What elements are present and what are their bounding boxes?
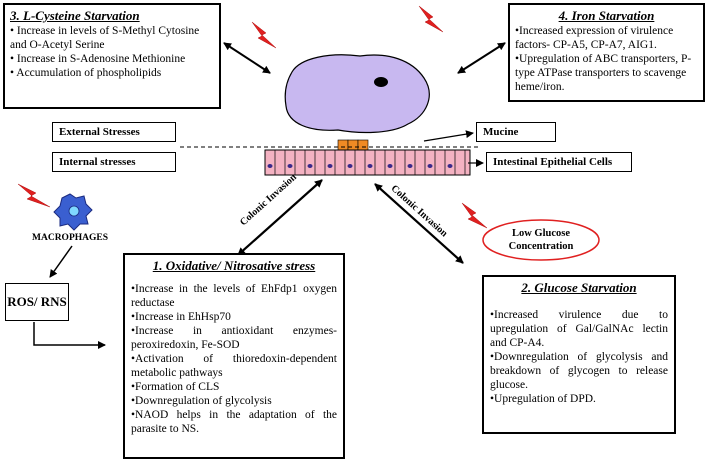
oxidative-item: •Formation of CLS <box>131 381 220 393</box>
iron-item: •Increased expression of virulence facto… <box>515 25 674 51</box>
cysteine-item: • Accumulation of phospholipids <box>10 67 162 79</box>
epithelial-label: Intestinal Epithelial Cells <box>486 152 632 172</box>
arrow-iron <box>457 42 506 74</box>
oxidative-item: •NAOD helps in the adaptation of the par… <box>131 409 337 435</box>
epithelial-cell-layer <box>264 149 471 176</box>
arrow-colonic-left <box>237 179 323 256</box>
arrow-colonic-right <box>374 183 464 264</box>
oxidative-item: •Increase in EhHsp70 <box>131 311 231 323</box>
external-stresses-label: External Stresses <box>52 122 176 142</box>
iron-item: •Upregulation of ABC transporters, P-typ… <box>515 53 692 93</box>
glucose-item: •Upregulation of DPD. <box>490 393 596 405</box>
macrophage-cell <box>53 193 93 231</box>
glucose-starvation-box: 2. Glucose Starvation •Increased virulen… <box>482 275 676 434</box>
glucose-item: •Downregulation of glycolysis and breakd… <box>490 351 668 391</box>
macrophages-label: MACROPHAGES <box>32 233 108 243</box>
low-glucose-ellipse <box>482 219 600 261</box>
cysteine-starvation-box: 3. L-Cysteine Starvation • Increase in l… <box>3 3 221 109</box>
lightning-icon-glucose <box>461 202 488 229</box>
lightning-icon-iron <box>418 5 444 33</box>
amoeba-nucleus <box>374 77 388 87</box>
mucine-label: Mucine <box>476 122 556 142</box>
glucose-title: 2. Glucose Starvation <box>521 280 637 295</box>
arrow-mucine <box>423 130 474 142</box>
ros-rns-box: ROS/ RNS <box>5 283 69 321</box>
ros-rns-label: ROS/ RNS <box>7 294 67 309</box>
oxidative-stress-box: 1. Oxidative/ Nitrosative stress •Increa… <box>123 253 345 459</box>
oxidative-item: •Increase in antioxidant enzymes- peroxi… <box>131 325 337 351</box>
lightning-icon-cysteine <box>251 21 277 49</box>
oxidative-item: •Downregulation of glycolysis <box>131 395 272 407</box>
cysteine-item: • Increase in S-Adenosine Methionine <box>10 53 186 65</box>
oxidative-item: •Activation of thioredoxin-dependent met… <box>131 353 337 379</box>
cysteine-item: • Increase in levels of S-Methyl Cytosin… <box>10 25 200 51</box>
oxidative-item: •Increase in the levels of EhFdp1 oxygen… <box>131 283 337 309</box>
arrow-cysteine <box>223 42 271 74</box>
iron-title: 4. Iron Starvation <box>558 8 655 23</box>
internal-stresses-label: Internal stresses <box>52 152 176 172</box>
arrow-ros-oxidative <box>33 322 106 349</box>
cysteine-title: 3. L-Cysteine Starvation <box>10 8 140 23</box>
iron-starvation-box: 4. Iron Starvation •Increased expression… <box>508 3 705 102</box>
glucose-item: •Increased virulence due to upregulation… <box>490 309 668 349</box>
amoeba-cell <box>284 54 430 151</box>
lightning-icon-macrophage <box>17 183 51 208</box>
oxidative-title: 1. Oxidative/ Nitrosative stress <box>152 258 316 273</box>
arrow-macrophage-ros <box>49 245 73 278</box>
low-glucose-label: Low Glucose Concentration <box>508 228 574 252</box>
